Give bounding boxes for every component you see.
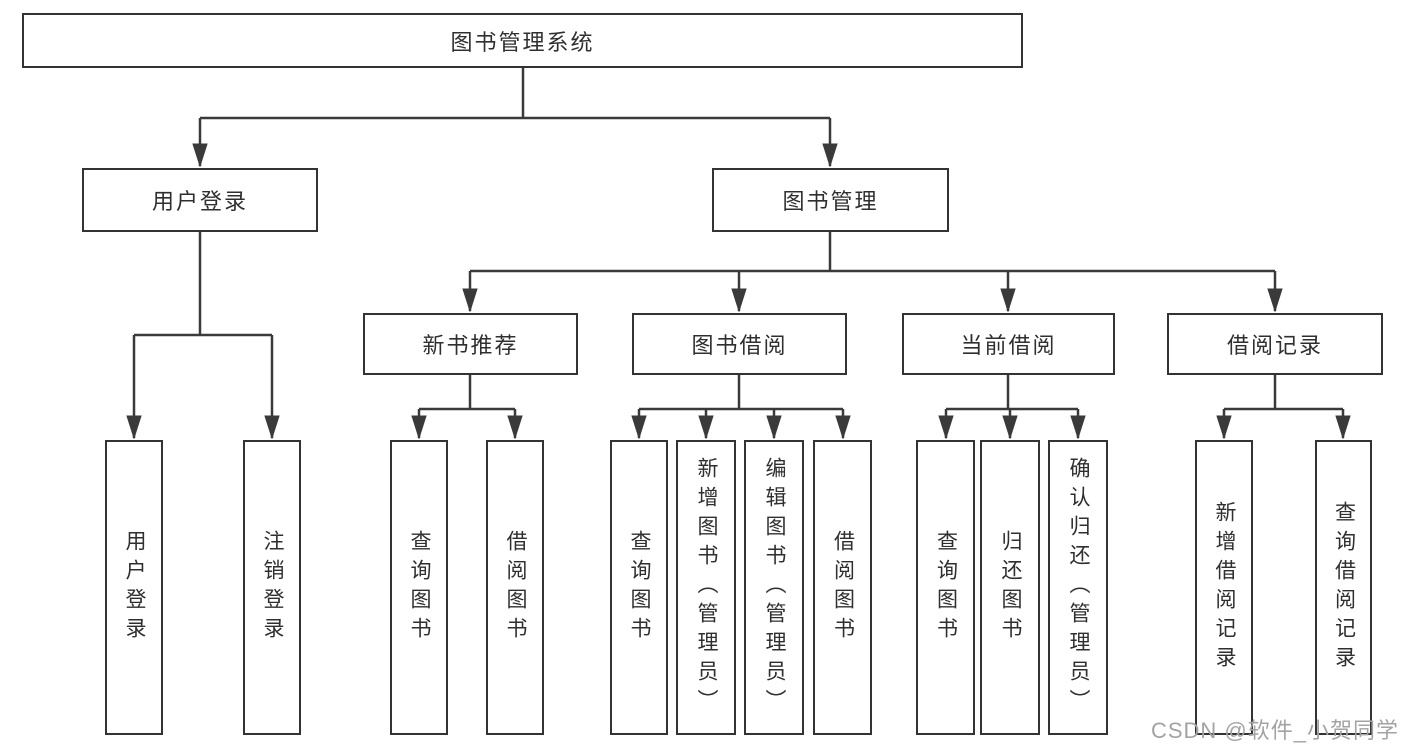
leaf-return-book: 归还图书 — [980, 440, 1040, 735]
node-user-login: 用户登录 — [82, 168, 318, 232]
node-current-borrow-label: 当前借阅 — [960, 333, 1057, 358]
node-borrow-records: 借阅记录 — [1167, 313, 1383, 375]
connector-root-branch — [200, 68, 830, 120]
leaf-edit-book-admin: 编辑图书（管理员） — [744, 440, 804, 735]
node-new-book-recommend: 新书推荐 — [363, 313, 578, 375]
leaf-query-books-3: 查询图书 — [916, 440, 975, 735]
watermark: CSDN @软件_小贺同学 — [1150, 718, 1399, 743]
leaf-query-books-2-label: 查询图书 — [628, 529, 651, 646]
leaf-query-books-2: 查询图书 — [610, 440, 668, 735]
connector-user-login-branch — [134, 232, 272, 337]
leaf-confirm-return-admin: 确认归还（管理员） — [1048, 440, 1108, 735]
leaf-borrow-books-1-label: 借阅图书 — [504, 529, 527, 646]
leaf-query-books-1: 查询图书 — [390, 440, 448, 735]
node-root: 图书管理系统 — [22, 13, 1023, 68]
connector-current-borrow-branch — [946, 375, 1078, 411]
leaf-return-book-label: 归还图书 — [999, 529, 1022, 646]
leaf-add-borrow-record: 新增借阅记录 — [1195, 440, 1253, 735]
connector-book-borrow-branch — [639, 375, 843, 411]
node-current-borrow: 当前借阅 — [902, 313, 1115, 375]
leaf-user-login-label: 用户登录 — [123, 529, 146, 646]
connector-new-book-branch — [419, 375, 515, 411]
leaf-query-books-1-label: 查询图书 — [408, 529, 431, 646]
node-new-book-recommend-label: 新书推荐 — [422, 333, 519, 358]
leaf-logout-label: 注销登录 — [261, 529, 284, 646]
connector-borrow-records-branch — [1224, 375, 1343, 411]
leaf-user-login: 用户登录 — [105, 440, 163, 735]
leaf-add-book-admin-label: 新增图书（管理员） — [695, 457, 718, 718]
node-book-borrow-label: 图书借阅 — [691, 333, 788, 358]
leaf-query-books-3-label: 查询图书 — [934, 529, 958, 646]
leaf-borrow-books-2-label: 借阅图书 — [831, 529, 855, 646]
node-book-management: 图书管理 — [712, 168, 949, 232]
leaf-add-book-admin: 新增图书（管理员） — [676, 440, 736, 735]
leaf-add-borrow-record-label: 新增借阅记录 — [1213, 500, 1236, 675]
leaf-query-borrow-record: 查询借阅记录 — [1315, 440, 1372, 735]
node-root-label: 图书管理系统 — [450, 29, 595, 55]
leaf-borrow-books-2: 借阅图书 — [813, 440, 872, 735]
leaf-borrow-books-1: 借阅图书 — [486, 440, 544, 735]
leaf-logout: 注销登录 — [243, 440, 301, 735]
leaf-edit-book-admin-label: 编辑图书（管理员） — [763, 457, 786, 718]
node-book-management-label: 图书管理 — [782, 189, 879, 214]
node-borrow-records-label: 借阅记录 — [1226, 333, 1323, 358]
leaf-confirm-return-admin-label: 确认归还（管理员） — [1067, 457, 1090, 718]
leaf-query-borrow-record-label: 查询借阅记录 — [1332, 500, 1356, 675]
node-book-borrow: 图书借阅 — [632, 313, 847, 375]
node-user-login-label: 用户登录 — [151, 189, 248, 214]
connector-book-management-branch — [470, 232, 1275, 273]
